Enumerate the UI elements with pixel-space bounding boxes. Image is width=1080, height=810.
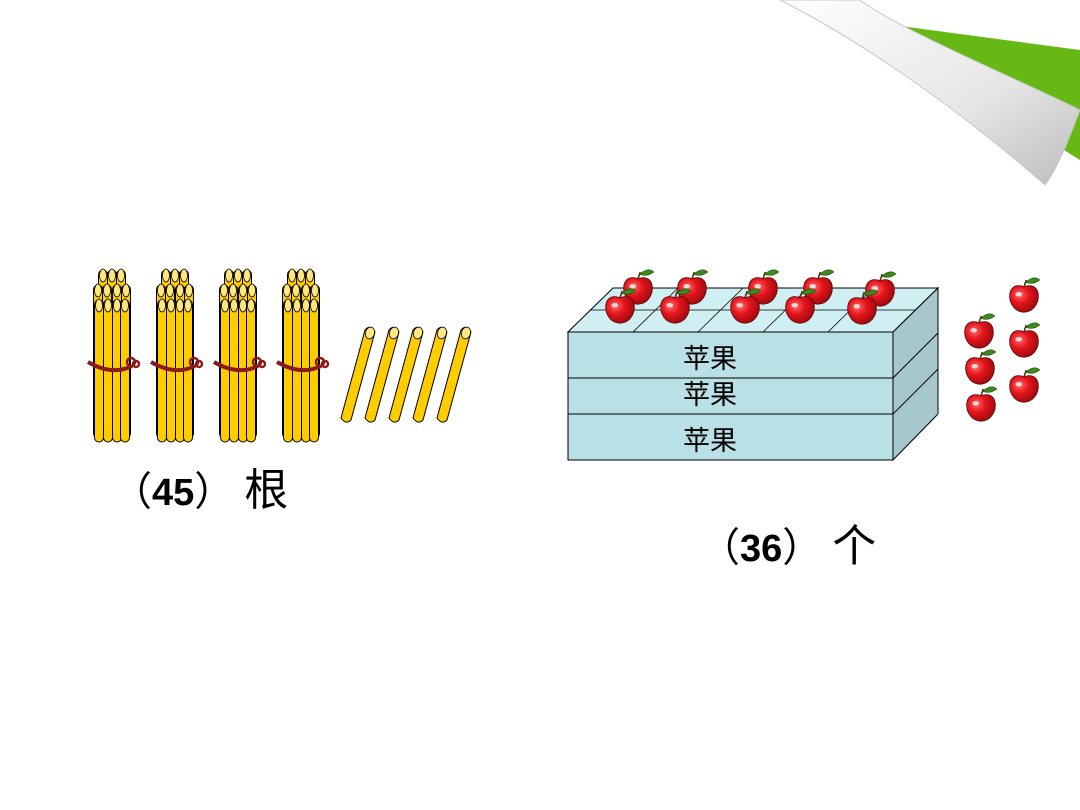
apple [964,313,996,349]
box-layer-label: 苹果 [683,426,737,457]
loose-stick [412,326,448,423]
apple [605,288,637,324]
apples-count-value: 36 [740,528,783,570]
stick-bundle [86,268,141,443]
sticks-count-value: 45 [152,472,195,514]
apple [1009,277,1041,313]
curled-page [779,0,1080,186]
stick-bundle [212,268,267,443]
loose-stick [388,326,424,423]
sticks-caption-close: ） [194,469,235,515]
sticks-unit: 根 [244,465,289,516]
apple [847,289,879,325]
ribbon [149,360,196,373]
stick-bundle [275,268,330,443]
box-layer-label: 苹果 [683,344,737,375]
stick-bundles-area [86,268,472,443]
loose-stick [340,326,376,423]
box-layer: 苹果 [567,413,894,461]
loose-stick [364,326,400,423]
apple [785,288,817,324]
apple [623,269,655,305]
box-layer: 苹果 [567,377,894,415]
apples-caption-close: ） [782,525,823,571]
apple [748,269,780,305]
apples-caption: （36）个 [700,510,876,574]
ribbon [275,360,322,373]
apples-caption-open: （ [700,525,740,571]
apple [803,269,835,305]
box-layer: 苹果 [567,331,894,379]
stick-bundle [149,268,204,443]
apple [660,288,692,324]
apple [1009,367,1041,403]
sticks-caption-open: （ [112,469,152,515]
sticks-caption: （45）根 [112,454,288,518]
apple [965,349,997,385]
box-layer-label: 苹果 [683,380,737,411]
apple [966,386,998,422]
apple [730,288,762,324]
loose-stick [436,326,472,423]
page-curl-decoration [779,0,1080,186]
ribbon [212,360,259,373]
ribbon [86,360,133,373]
apple [1009,322,1041,358]
apples-unit: 个 [832,521,877,572]
